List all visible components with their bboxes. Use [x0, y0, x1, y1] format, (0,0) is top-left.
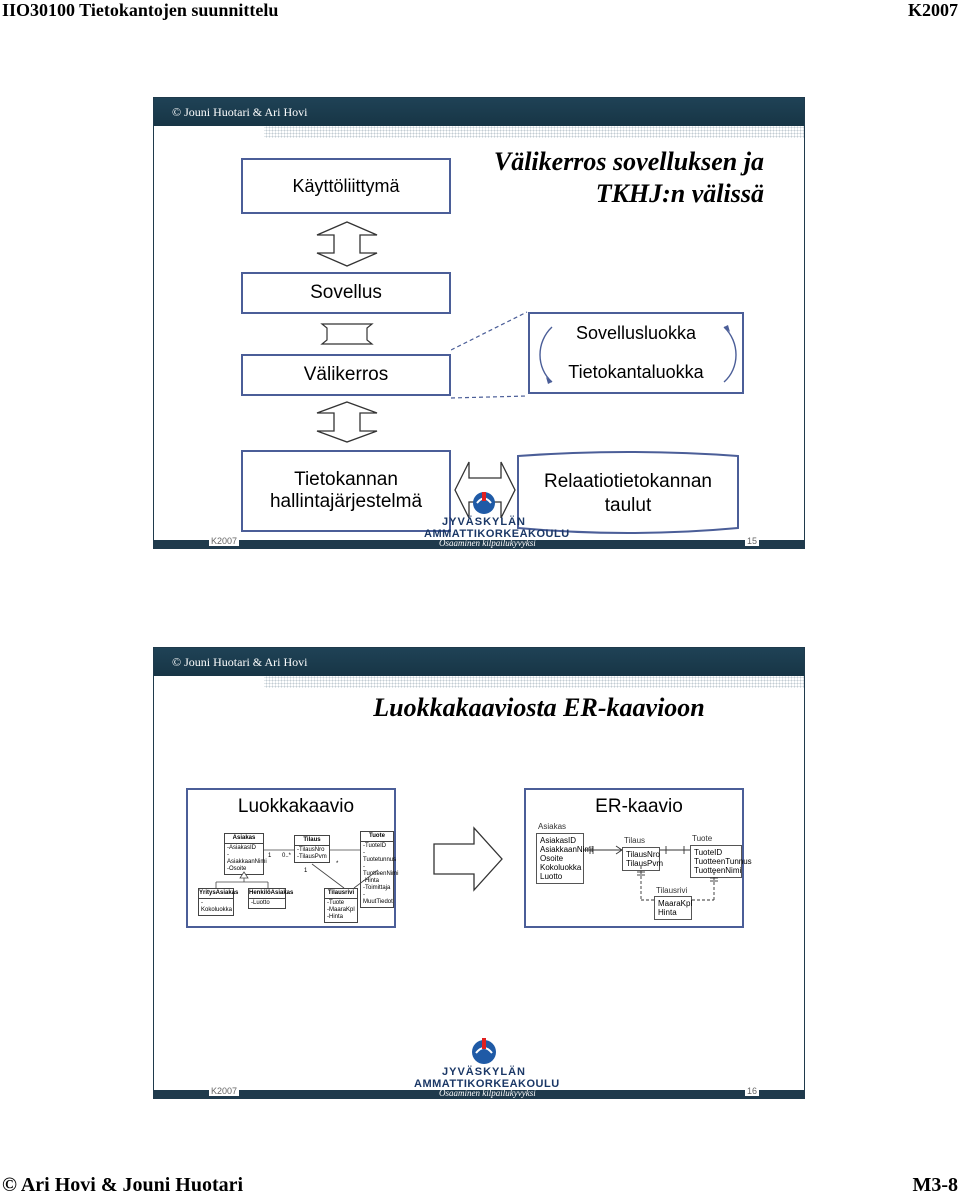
box-application: Sovellus — [241, 272, 451, 314]
er-entity-tuote: TuoteID TuotteenTunnus TuotteenNimi — [690, 845, 752, 878]
multiplicity-label: 0..* — [282, 853, 292, 859]
dotted-band — [154, 126, 804, 138]
class-database: Tietokantaluokka — [568, 362, 704, 382]
box-middle-layer: Välikerros — [241, 354, 451, 396]
slide-footer-motto: Osaaminen kilpailukyvyksi — [439, 1088, 536, 1098]
uml-class-tilaus: Tilaus -TilausNro -TilausPvm — [294, 835, 330, 863]
slide-copyright: © Jouni Huotari & Ari Hovi — [172, 655, 308, 669]
dashed-connector — [451, 311, 528, 399]
dotted-band — [154, 676, 804, 688]
curved-arrow-right-icon — [723, 325, 737, 383]
er-entity-label: Asiakas — [538, 822, 567, 831]
class-application: Sovellusluokka — [575, 323, 697, 343]
class-diagram-panel — [186, 788, 396, 928]
slide-header-bar: © Jouni Huotari & Ari Hovi — [154, 98, 804, 126]
er-diagram-label: ER-kaavio — [595, 796, 683, 817]
er-diagram-panel — [524, 788, 744, 928]
slide-footer: K2007 Osaaminen kilpailukyvyksi 15 — [154, 536, 804, 548]
authors: © Ari Hovi & Jouni Huotari — [2, 1174, 244, 1196]
box-dbms: Tietokannan hallintajärjestelmä — [241, 450, 451, 532]
page-header: IIO30100 Tietokantojen suunnittelu K2007 — [0, 0, 960, 20]
slide-title: Luokkakaaviosta ER-kaavioon — [373, 693, 705, 722]
slide-footer-term: K2007 — [209, 536, 240, 546]
er-entity-label: Tilaus — [624, 836, 646, 845]
curved-arrow-left-icon — [539, 326, 553, 384]
slide-footer: K2007 Osaaminen kilpailukyvyksi 16 — [154, 1086, 804, 1098]
course-title: IIO30100 Tietokantojen suunnittelu — [2, 0, 279, 20]
box-classes: Sovellusluokka Tietokantaluokka — [528, 312, 744, 394]
double-arrow-icon — [320, 323, 374, 345]
jamk-logo-icon — [473, 492, 495, 514]
jamk-logo-icon — [472, 1038, 496, 1064]
er-entity-asiakas: AsiakasID AsiakkaanNimi Osoite Kokoluokk… — [536, 833, 593, 884]
class-diagram-label: Luokkakaavio — [237, 796, 355, 817]
slide-title: Välikerros sovelluksen ja TKHJ:n välissä — [493, 147, 764, 208]
header-term: K2007 — [907, 0, 958, 20]
uml-class-tilausrivi: Tilausrivi -Tuote -MaaraKpl -Hinta — [324, 888, 358, 923]
uml-connectors — [215, 849, 379, 889]
box-tables: Relaatiotietokannan taulut — [544, 471, 712, 516]
horizontal-double-arrow-icon — [454, 461, 516, 519]
double-arrow-icon — [316, 401, 378, 443]
database-cylinder-icon — [517, 451, 739, 534]
slide-footer-term: K2007 — [209, 1086, 240, 1096]
slide-copyright: © Jouni Huotari & Ari Hovi — [172, 105, 308, 119]
multiplicity-label: 1 — [304, 868, 308, 874]
er-relationship-lines — [584, 845, 718, 901]
multiplicity-label: 1 — [268, 853, 272, 859]
slide-16: © Jouni Huotari & Ari Hovi Luokkakaavios… — [153, 647, 805, 1099]
box-user-interface: Käyttöliittymä — [241, 158, 451, 214]
slide-number: 15 — [744, 536, 759, 546]
institution-logo: JYVÄSKYLÄN AMMATTIKORKEAKOULU — [424, 516, 570, 540]
page-number: M3-8 — [912, 1174, 958, 1196]
er-entity-label: Tuote — [692, 834, 713, 843]
uml-class-yritysasiakas: YritysAsiakas -Kokoluokka — [198, 888, 238, 916]
institution-logo: JYVÄSKYLÄN AMMATTIKORKEAKOULU — [414, 1066, 560, 1090]
page-footer: © Ari Hovi & Jouni Huotari M3-8 — [0, 1174, 960, 1198]
uml-class-henkiloasiakas: HenkilöAsiakas -Luotto — [248, 888, 293, 909]
slide-15: © Jouni Huotari & Ari Hovi Välikerros so… — [153, 97, 805, 549]
er-entity-label: Tilausrivi — [656, 886, 688, 895]
double-arrow-icon — [316, 221, 378, 267]
er-entity-tilausrivi: MaaraKpl Hinta — [654, 896, 692, 920]
multiplicity-label: * — [336, 861, 339, 867]
slide-number: 16 — [744, 1086, 759, 1096]
big-right-arrow-icon — [433, 826, 503, 892]
slide-footer-motto: Osaaminen kilpailukyvyksi — [439, 538, 536, 548]
uml-class-tuote: Tuote -TuoteID -Tuotetunnus -TuotteenNim… — [360, 831, 398, 908]
slide-header-bar: © Jouni Huotari & Ari Hovi — [154, 648, 804, 676]
